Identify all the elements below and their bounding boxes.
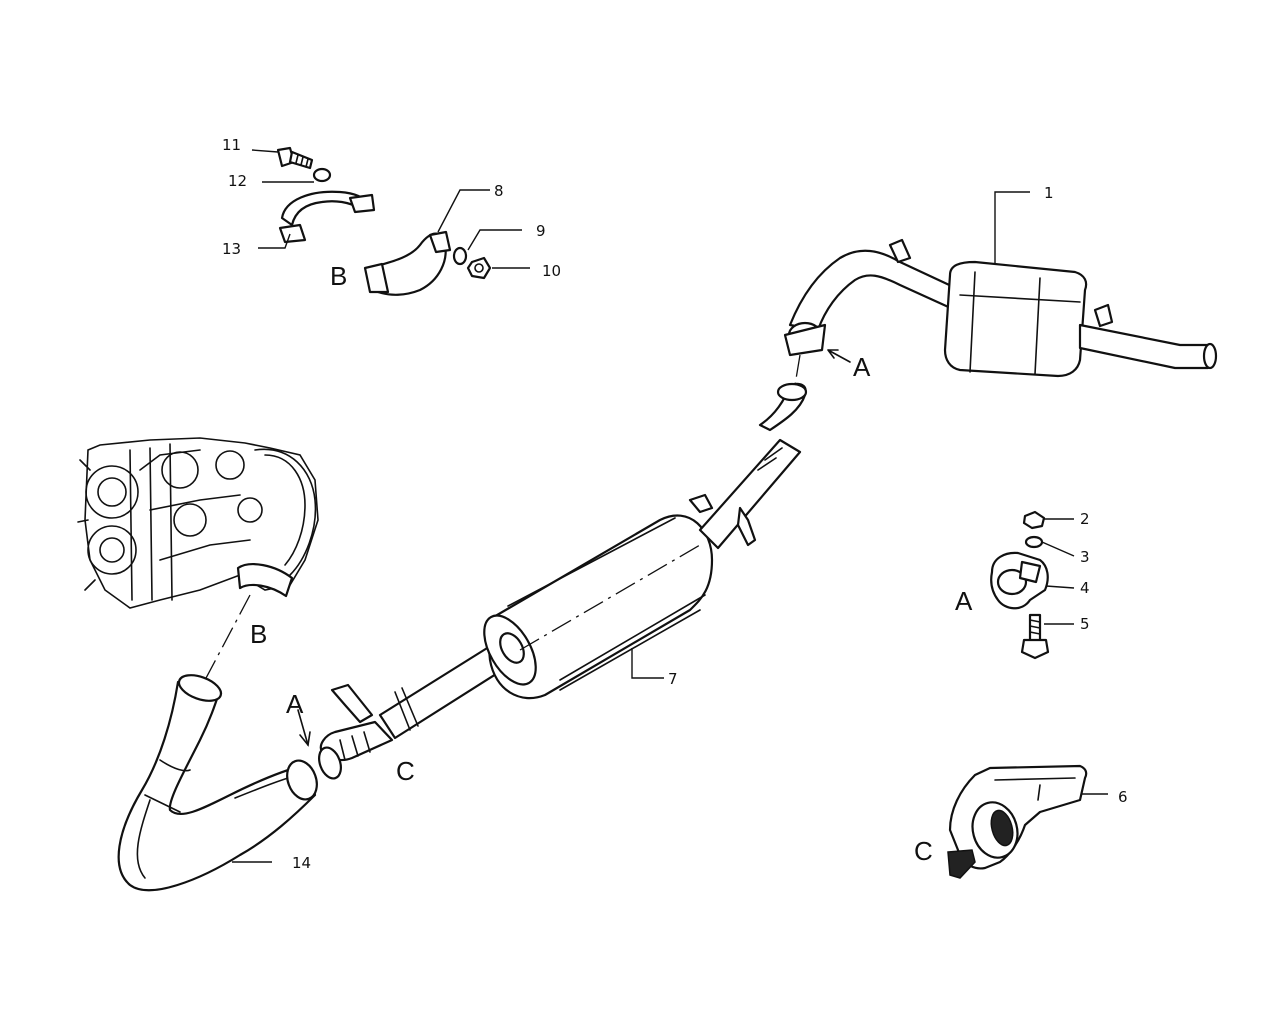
letter-a-detail: A <box>955 586 973 616</box>
callout-14: 14 <box>292 854 311 872</box>
nut-10 <box>466 256 492 280</box>
detail-b-clamp-parts <box>251 146 530 296</box>
callout-1: 1 <box>1044 184 1054 202</box>
detail-a-clamp-parts <box>990 510 1075 660</box>
bolt-5 <box>1020 613 1050 660</box>
center-muffler <box>378 382 808 740</box>
letter-b-detail: B <box>330 261 347 291</box>
callout-11: 11 <box>222 136 241 154</box>
callout-12: 12 <box>228 172 247 190</box>
callout-4: 4 <box>1080 579 1090 597</box>
letter-b-turbo: B <box>250 619 267 649</box>
turbocharger <box>77 437 319 609</box>
front-exhaust-pipe <box>117 674 318 892</box>
rear-silencer <box>783 191 1218 378</box>
nut-2 <box>1022 510 1046 530</box>
callout-2: 2 <box>1080 510 1090 528</box>
detail-c-bracket-6 <box>947 764 1108 879</box>
callout-3: 3 <box>1080 548 1090 566</box>
callout-6: 6 <box>1118 788 1128 806</box>
alignment-line-rear <box>794 354 801 386</box>
bolt-11 <box>276 146 314 170</box>
letter-a-front: A <box>286 689 304 719</box>
letter-c-detail: C <box>914 836 933 866</box>
callout-8: 8 <box>494 182 504 200</box>
alignment-line-turbo <box>204 594 251 681</box>
callout-7: 7 <box>668 670 678 688</box>
washer-3 <box>1024 535 1044 549</box>
clamp-half-8 <box>363 230 452 296</box>
washer-9 <box>452 246 468 266</box>
callout-13: 13 <box>222 240 241 258</box>
letter-c-front: C <box>396 756 415 786</box>
callout-10: 10 <box>542 262 561 280</box>
arrow-a-rear <box>827 349 851 363</box>
clamp-4 <box>990 551 1049 610</box>
letter-a-rear: A <box>853 352 871 382</box>
connection-clamp-c <box>297 683 394 780</box>
callout-5: 5 <box>1080 615 1090 633</box>
clamp-half-13 <box>278 190 376 244</box>
washer-12 <box>312 167 332 183</box>
callout-9: 9 <box>536 222 546 240</box>
